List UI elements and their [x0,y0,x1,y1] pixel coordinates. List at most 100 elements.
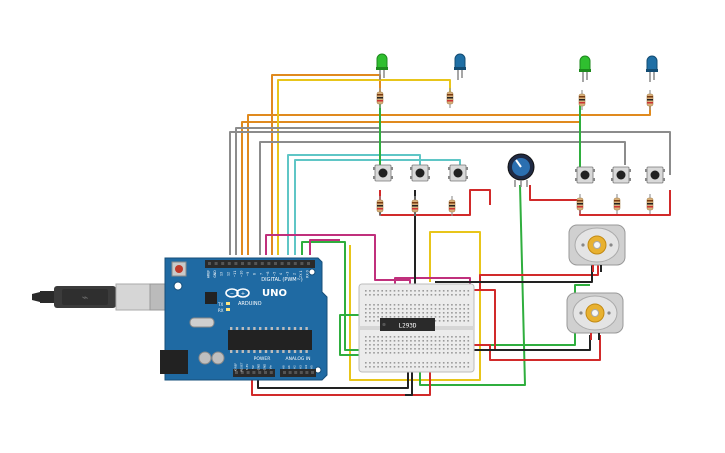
resistor[interactable] [646,193,654,215]
digital-pin[interactable] [307,262,310,265]
analog-pin[interactable] [299,371,303,374]
breadboard-hole [406,304,408,306]
wire-black-4[interactable] [435,265,593,283]
wire-gray-1[interactable] [235,127,380,255]
l293d-chip[interactable]: L293D [380,318,435,331]
resistor[interactable] [376,87,384,109]
digital-pin[interactable] [241,262,244,265]
reset-button[interactable] [171,261,187,277]
breadboard-hole [406,290,408,292]
resistor[interactable] [446,87,454,109]
digital-pin[interactable] [214,262,218,265]
wire-magenta-2[interactable] [309,239,340,255]
breadboard-hole [422,344,424,346]
power-pin[interactable] [235,371,238,374]
digital-pin[interactable] [280,262,284,265]
power-pin[interactable] [240,371,244,374]
wire-red-4[interactable] [479,265,599,290]
breadboard-hole [365,352,367,354]
digital-pin[interactable] [208,262,211,265]
breadboard-hole [422,340,424,342]
tx-led [226,302,230,305]
green-led[interactable] [376,53,388,80]
breadboard-hole [442,336,445,338]
dc-motor[interactable] [568,224,626,273]
resistor[interactable] [646,89,654,111]
wire-orange-1[interactable] [271,74,381,255]
potentiometer[interactable] [507,153,535,187]
digital-pin[interactable] [274,262,277,265]
power-pin[interactable] [252,371,256,374]
analog-pin[interactable] [294,371,298,374]
wire-yellow-2[interactable] [349,231,481,381]
breadboard-hole [414,304,416,306]
breadboard-hole [369,308,371,310]
push-button[interactable] [610,166,632,184]
chip-pin [241,350,244,353]
push-button[interactable] [372,164,394,182]
blue-led[interactable] [646,55,658,82]
power-pin[interactable] [258,371,262,374]
blue-led[interactable] [454,53,466,80]
analog-header[interactable] [280,369,316,377]
analog-pin[interactable] [283,371,286,374]
breadboard-hole [381,352,383,354]
breadboard-hole [393,340,396,342]
digital-pin[interactable] [287,262,291,265]
breadboard-hole [426,340,429,342]
wire-gray-3[interactable] [259,141,626,255]
usb-cable[interactable]: ⌁ [32,283,171,311]
resistor[interactable] [613,193,621,215]
breadboard-hole [401,362,404,364]
power-pin-label: IOREF [234,362,238,371]
digital-header[interactable] [205,260,315,268]
breadboard-hole [438,336,441,338]
analog-pin[interactable] [288,371,292,374]
digital-pin[interactable] [234,262,238,265]
power-jack[interactable] [160,350,188,374]
digital-pin[interactable] [300,262,304,265]
digital-pin[interactable] [227,262,231,265]
breadboard-hole [451,348,453,350]
digital-pin[interactable] [221,262,225,265]
breadboard-hole [434,352,437,354]
resistor[interactable] [411,195,419,217]
chip-pin [253,350,256,353]
power-pin[interactable] [246,371,250,374]
breadboard-hole [397,340,400,342]
wire-red-1[interactable] [379,189,491,216]
resistor[interactable] [576,193,584,215]
breadboard-hole [401,312,404,314]
analog-pin[interactable] [311,371,314,374]
dc-motor[interactable] [566,292,624,341]
breadboard-hole [426,304,429,306]
power-pin[interactable] [264,371,267,374]
breadboard-hole [463,340,465,342]
push-button[interactable] [644,166,666,184]
wire-gray-2[interactable] [229,131,671,255]
breadboard-hole [447,340,449,342]
digital-pin[interactable] [254,262,258,265]
push-button[interactable] [409,164,431,182]
resistor[interactable] [376,195,384,217]
analog-pin-label: A4 [304,365,308,369]
analog-pin[interactable] [305,371,309,374]
breadboard-hole [447,366,449,368]
digital-pin[interactable] [247,262,251,265]
wire-teal-1[interactable] [287,154,421,255]
breadboard[interactable] [358,283,475,373]
digital-pin[interactable] [260,262,264,265]
breadboard-hole [414,340,416,342]
green-led[interactable] [579,55,591,82]
digital-pin[interactable] [267,262,271,265]
push-button[interactable] [574,166,596,184]
breadboard-hole [455,340,457,342]
power-pin[interactable] [269,371,273,374]
push-button[interactable] [447,164,469,182]
wire-yellow-1[interactable] [277,79,451,255]
resistor[interactable] [448,195,456,217]
breadboard-hole [406,362,408,364]
breadboard-hole [377,336,379,338]
digital-pin[interactable] [293,262,297,265]
